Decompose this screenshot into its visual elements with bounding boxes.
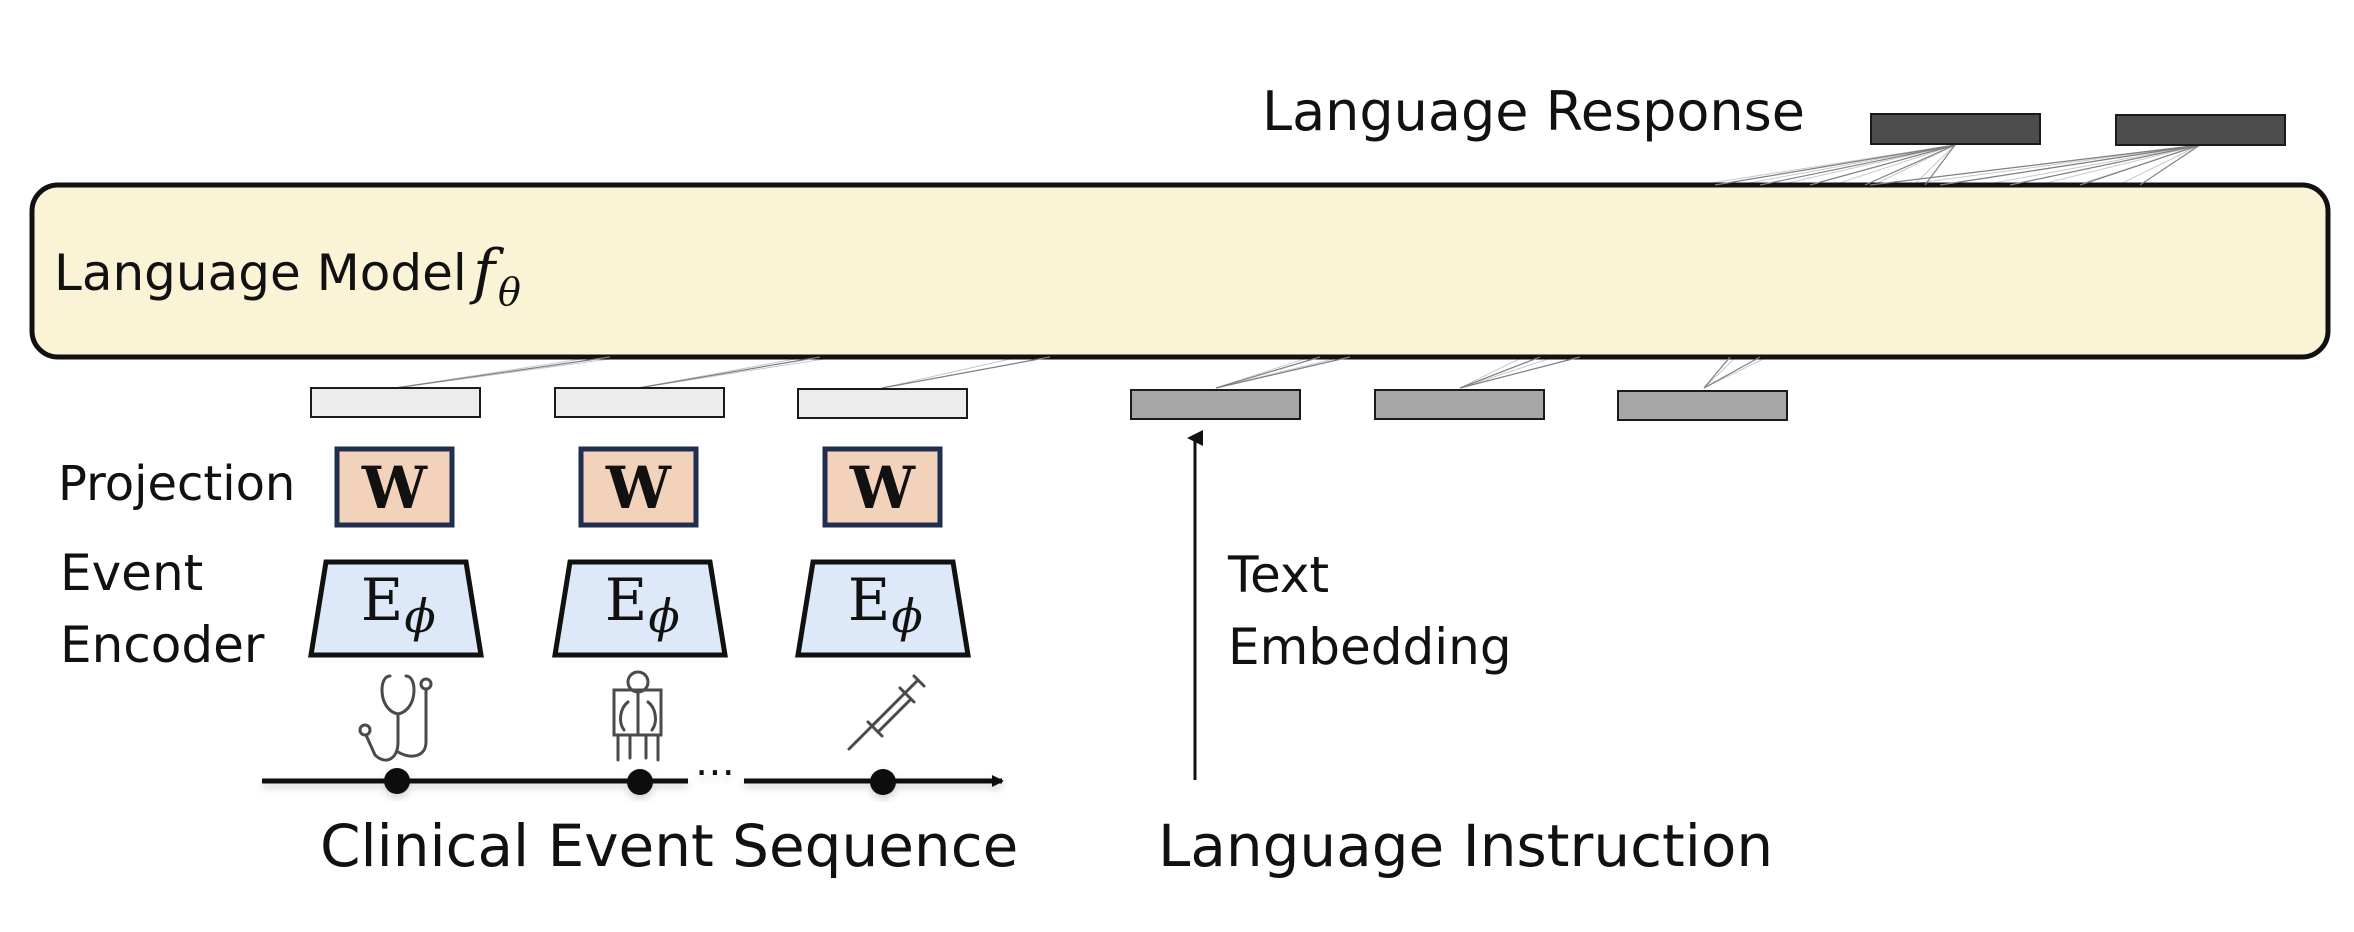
svg-text:ϕ: ϕ — [648, 589, 679, 643]
projection-box-3: W — [822, 446, 943, 528]
clinical-event-timeline: ⋯ — [262, 749, 1004, 795]
input-connections — [394, 356, 1761, 389]
svg-text:W: W — [361, 454, 428, 522]
svg-text:E: E — [605, 566, 647, 634]
timeline-ellipsis: ⋯ — [695, 749, 735, 795]
timeline-event-dot-3 — [870, 769, 896, 795]
syringe-icon — [847, 674, 926, 751]
chest-xray-icon — [612, 670, 663, 762]
stethoscope-icon — [358, 674, 433, 762]
event-encoder-label-line2: Encoder — [60, 616, 265, 674]
svg-text:E: E — [361, 566, 403, 634]
event-encoder-1: E ϕ — [308, 559, 484, 658]
response-token-1 — [1870, 113, 2041, 145]
text-embedding-label-line2: Embedding — [1228, 618, 1512, 676]
projection-box-1: W — [334, 446, 455, 528]
language-response-label: Language Response — [1262, 80, 1805, 143]
timeline-event-dot-2 — [627, 769, 653, 795]
event-encoder-2: E ϕ — [552, 559, 728, 658]
clinical-event-sequence-label: Clinical Event Sequence — [320, 812, 1018, 880]
language-model-label: Language Model — [54, 244, 467, 302]
svg-text:ϕ: ϕ — [891, 589, 922, 643]
event-token-1 — [310, 387, 481, 418]
language-instruction-label: Language Instruction — [1158, 812, 1773, 880]
projection-label: Projection — [58, 456, 295, 512]
language-model-box — [29, 182, 2331, 360]
event-token-3 — [797, 388, 968, 419]
text-token-3 — [1617, 390, 1788, 421]
event-encoder-3: E ϕ — [795, 559, 971, 658]
svg-text:W: W — [849, 454, 916, 522]
svg-text:E: E — [848, 566, 890, 634]
response-connections — [1714, 144, 2201, 186]
text-embedding-label-line1: Text — [1227, 546, 1329, 604]
timeline-event-dot-1 — [384, 768, 410, 794]
event-token-2 — [554, 387, 725, 418]
event-encoder-label-line1: Event — [60, 544, 203, 602]
projection-box-2: W — [578, 446, 699, 528]
svg-text:ϕ: ϕ — [404, 589, 435, 643]
language-model-subscript: θ — [498, 270, 521, 314]
svg-text:W: W — [605, 454, 672, 522]
text-token-2 — [1374, 389, 1545, 420]
text-token-1 — [1130, 389, 1301, 420]
response-token-2 — [2115, 114, 2286, 146]
